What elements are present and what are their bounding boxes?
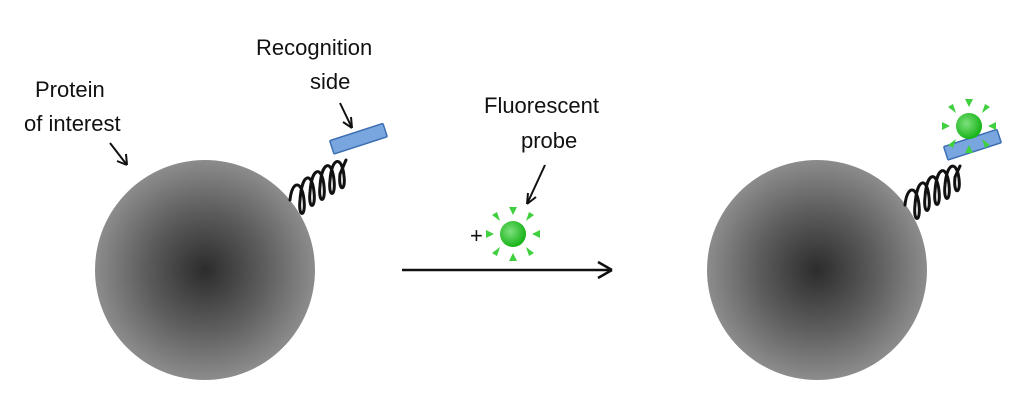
reaction-arrow bbox=[402, 260, 613, 280]
protein-pointer-arrow bbox=[109, 142, 128, 166]
linker-coil bbox=[288, 158, 348, 215]
protein-right bbox=[707, 99, 1002, 380]
protein-label-line2: of interest bbox=[24, 111, 121, 136]
bound-probe-icon bbox=[942, 99, 996, 153]
recognition-pointer-arrow bbox=[339, 102, 353, 129]
fluorescent-probe-icon bbox=[486, 207, 540, 261]
probe-pointer-arrow bbox=[526, 164, 546, 205]
linker-coil-labeled bbox=[903, 164, 962, 220]
protein-sphere-labeled bbox=[707, 160, 927, 380]
protein-left bbox=[95, 122, 388, 380]
protein-sphere bbox=[95, 160, 315, 380]
plus-sign: + bbox=[470, 223, 483, 248]
probe-label-line2: probe bbox=[521, 128, 577, 153]
probe-label-line1: Fluorescent bbox=[484, 93, 599, 118]
recognition-label-line2: side bbox=[310, 69, 350, 94]
protein-label-line1: Protein bbox=[35, 77, 105, 102]
recognition-label-line1: Recognition bbox=[256, 35, 372, 60]
recognition-tag bbox=[329, 122, 388, 155]
